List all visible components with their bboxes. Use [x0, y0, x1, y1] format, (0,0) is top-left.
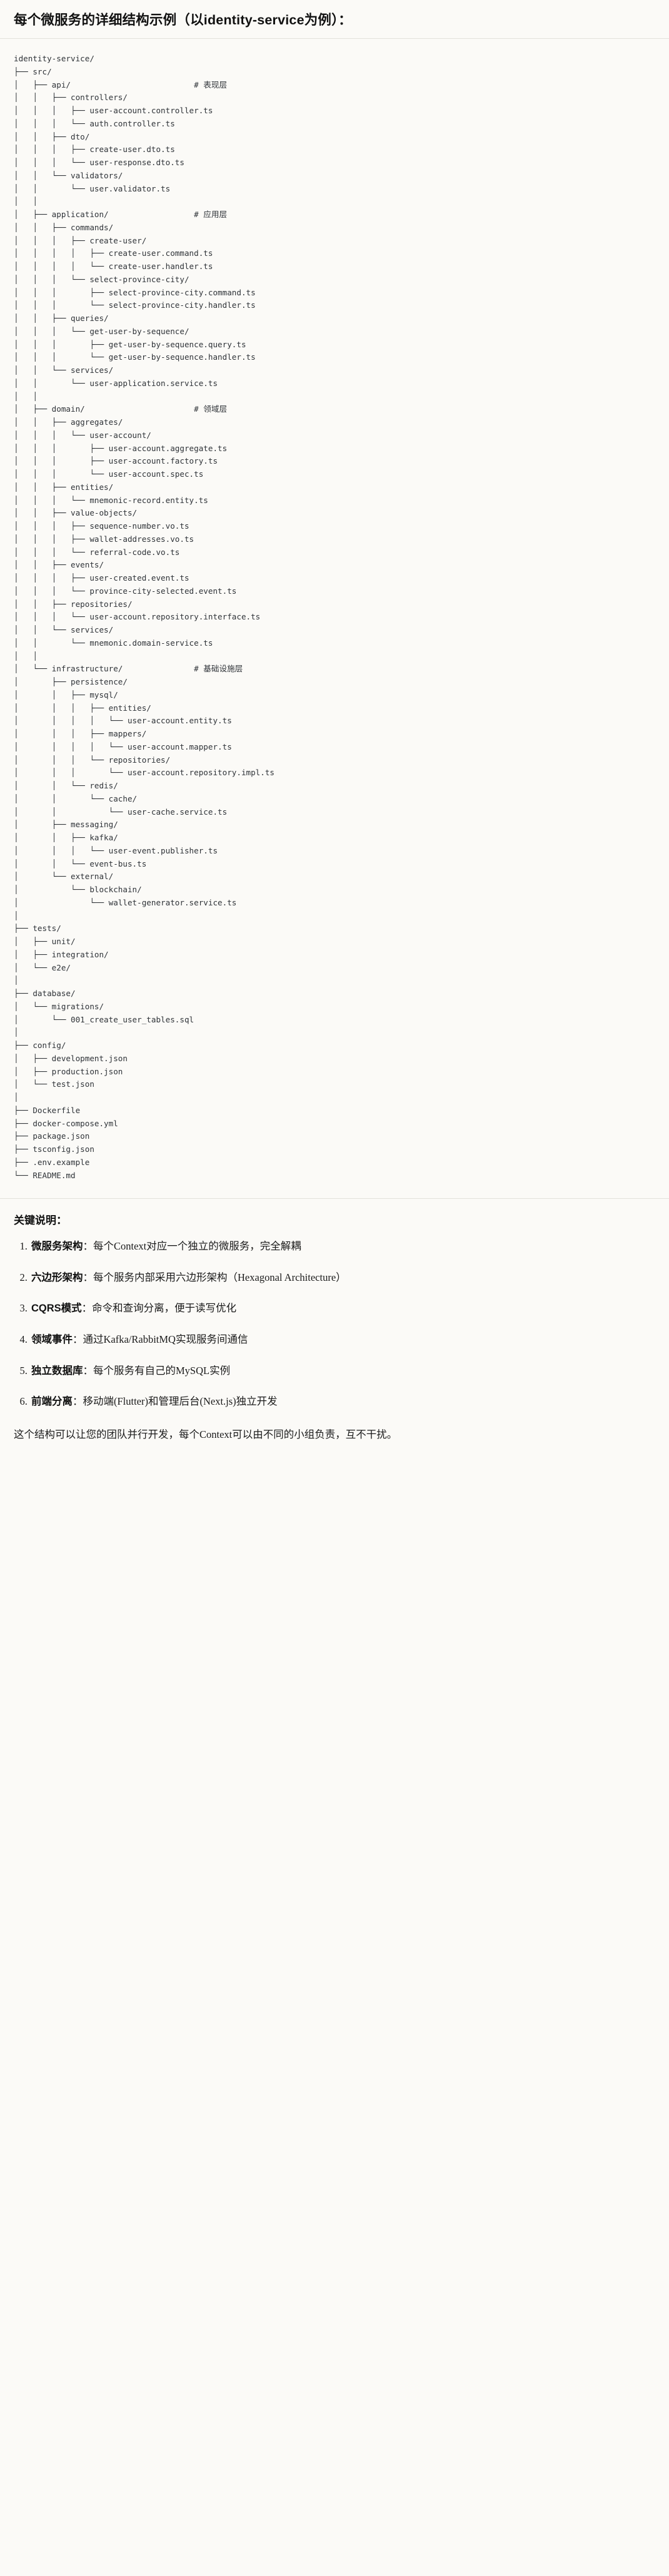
key-points-heading: 关键说明：: [14, 1214, 67, 1227]
key-points-list: 微服务架构：每个Context对应一个独立的微服务，完全解耦 六边形架构：每个服…: [14, 1238, 655, 1410]
key-point-description: 每个服务内部采用六边形架构（Hexagonal Architecture）: [93, 1271, 346, 1283]
list-item: CQRS模式：命令和查询分离，便于读写优化: [30, 1300, 655, 1317]
key-point-term: 微服务架构: [31, 1241, 83, 1253]
page-title: 每个微服务的详细结构示例（以identity-service为例）：: [14, 13, 352, 28]
tree-divider: [0, 1198, 669, 1199]
closing-paragraph: 这个结构可以让您的团队并行开发，每个Context可以由不同的小组负责，互不干扰…: [14, 1428, 398, 1440]
key-point-separator: ：: [83, 1240, 94, 1253]
list-item: 领域事件：通过Kafka/RabbitMQ实现服务间通信: [30, 1331, 655, 1348]
key-point-separator: ：: [83, 1271, 94, 1283]
key-point-term: 领域事件: [31, 1333, 73, 1345]
list-item: 前端分离：移动端(Flutter)和管理后台(Next.js)独立开发: [30, 1393, 655, 1410]
key-point-term: CQRS模式: [31, 1303, 82, 1315]
key-point-description: 通过Kafka/RabbitMQ实现服务间通信: [83, 1333, 248, 1345]
list-item: 六边形架构：每个服务内部采用六边形架构（Hexagonal Architectu…: [30, 1270, 655, 1286]
key-point-description: 命令和查询分离，便于读写优化: [92, 1302, 237, 1315]
key-point-term: 六边形架构: [31, 1271, 83, 1283]
key-point-description: 移动端(Flutter)和管理后台(Next.js)独立开发: [83, 1395, 278, 1408]
key-point-description: 每个Context对应一个独立的微服务，完全解耦: [93, 1240, 301, 1253]
key-point-separator: ：: [73, 1395, 83, 1408]
list-item: 微服务架构：每个Context对应一个独立的微服务，完全解耦: [30, 1238, 655, 1255]
key-points-section: 关键说明： 微服务架构：每个Context对应一个独立的微服务，完全解耦 六边形…: [0, 1199, 669, 1459]
key-point-term: 前端分离: [31, 1396, 73, 1408]
directory-tree: identity-service/ ├── src/ │ ├── api/ # …: [14, 54, 275, 1180]
list-item: 独立数据库：每个服务有自己的MySQL实例: [30, 1363, 655, 1380]
key-point-separator: ：: [83, 1364, 94, 1377]
directory-tree-block: identity-service/ ├── src/ │ ├── api/ # …: [0, 39, 669, 1199]
key-point-term: 独立数据库: [31, 1365, 83, 1377]
title-divider: [0, 38, 669, 39]
key-point-separator: ：: [81, 1302, 93, 1315]
key-point-separator: ：: [73, 1333, 83, 1345]
key-point-description: 每个服务有自己的MySQL实例: [93, 1364, 231, 1377]
page-root: 每个微服务的详细结构示例（以identity-service为例）： ident…: [0, 0, 669, 1459]
